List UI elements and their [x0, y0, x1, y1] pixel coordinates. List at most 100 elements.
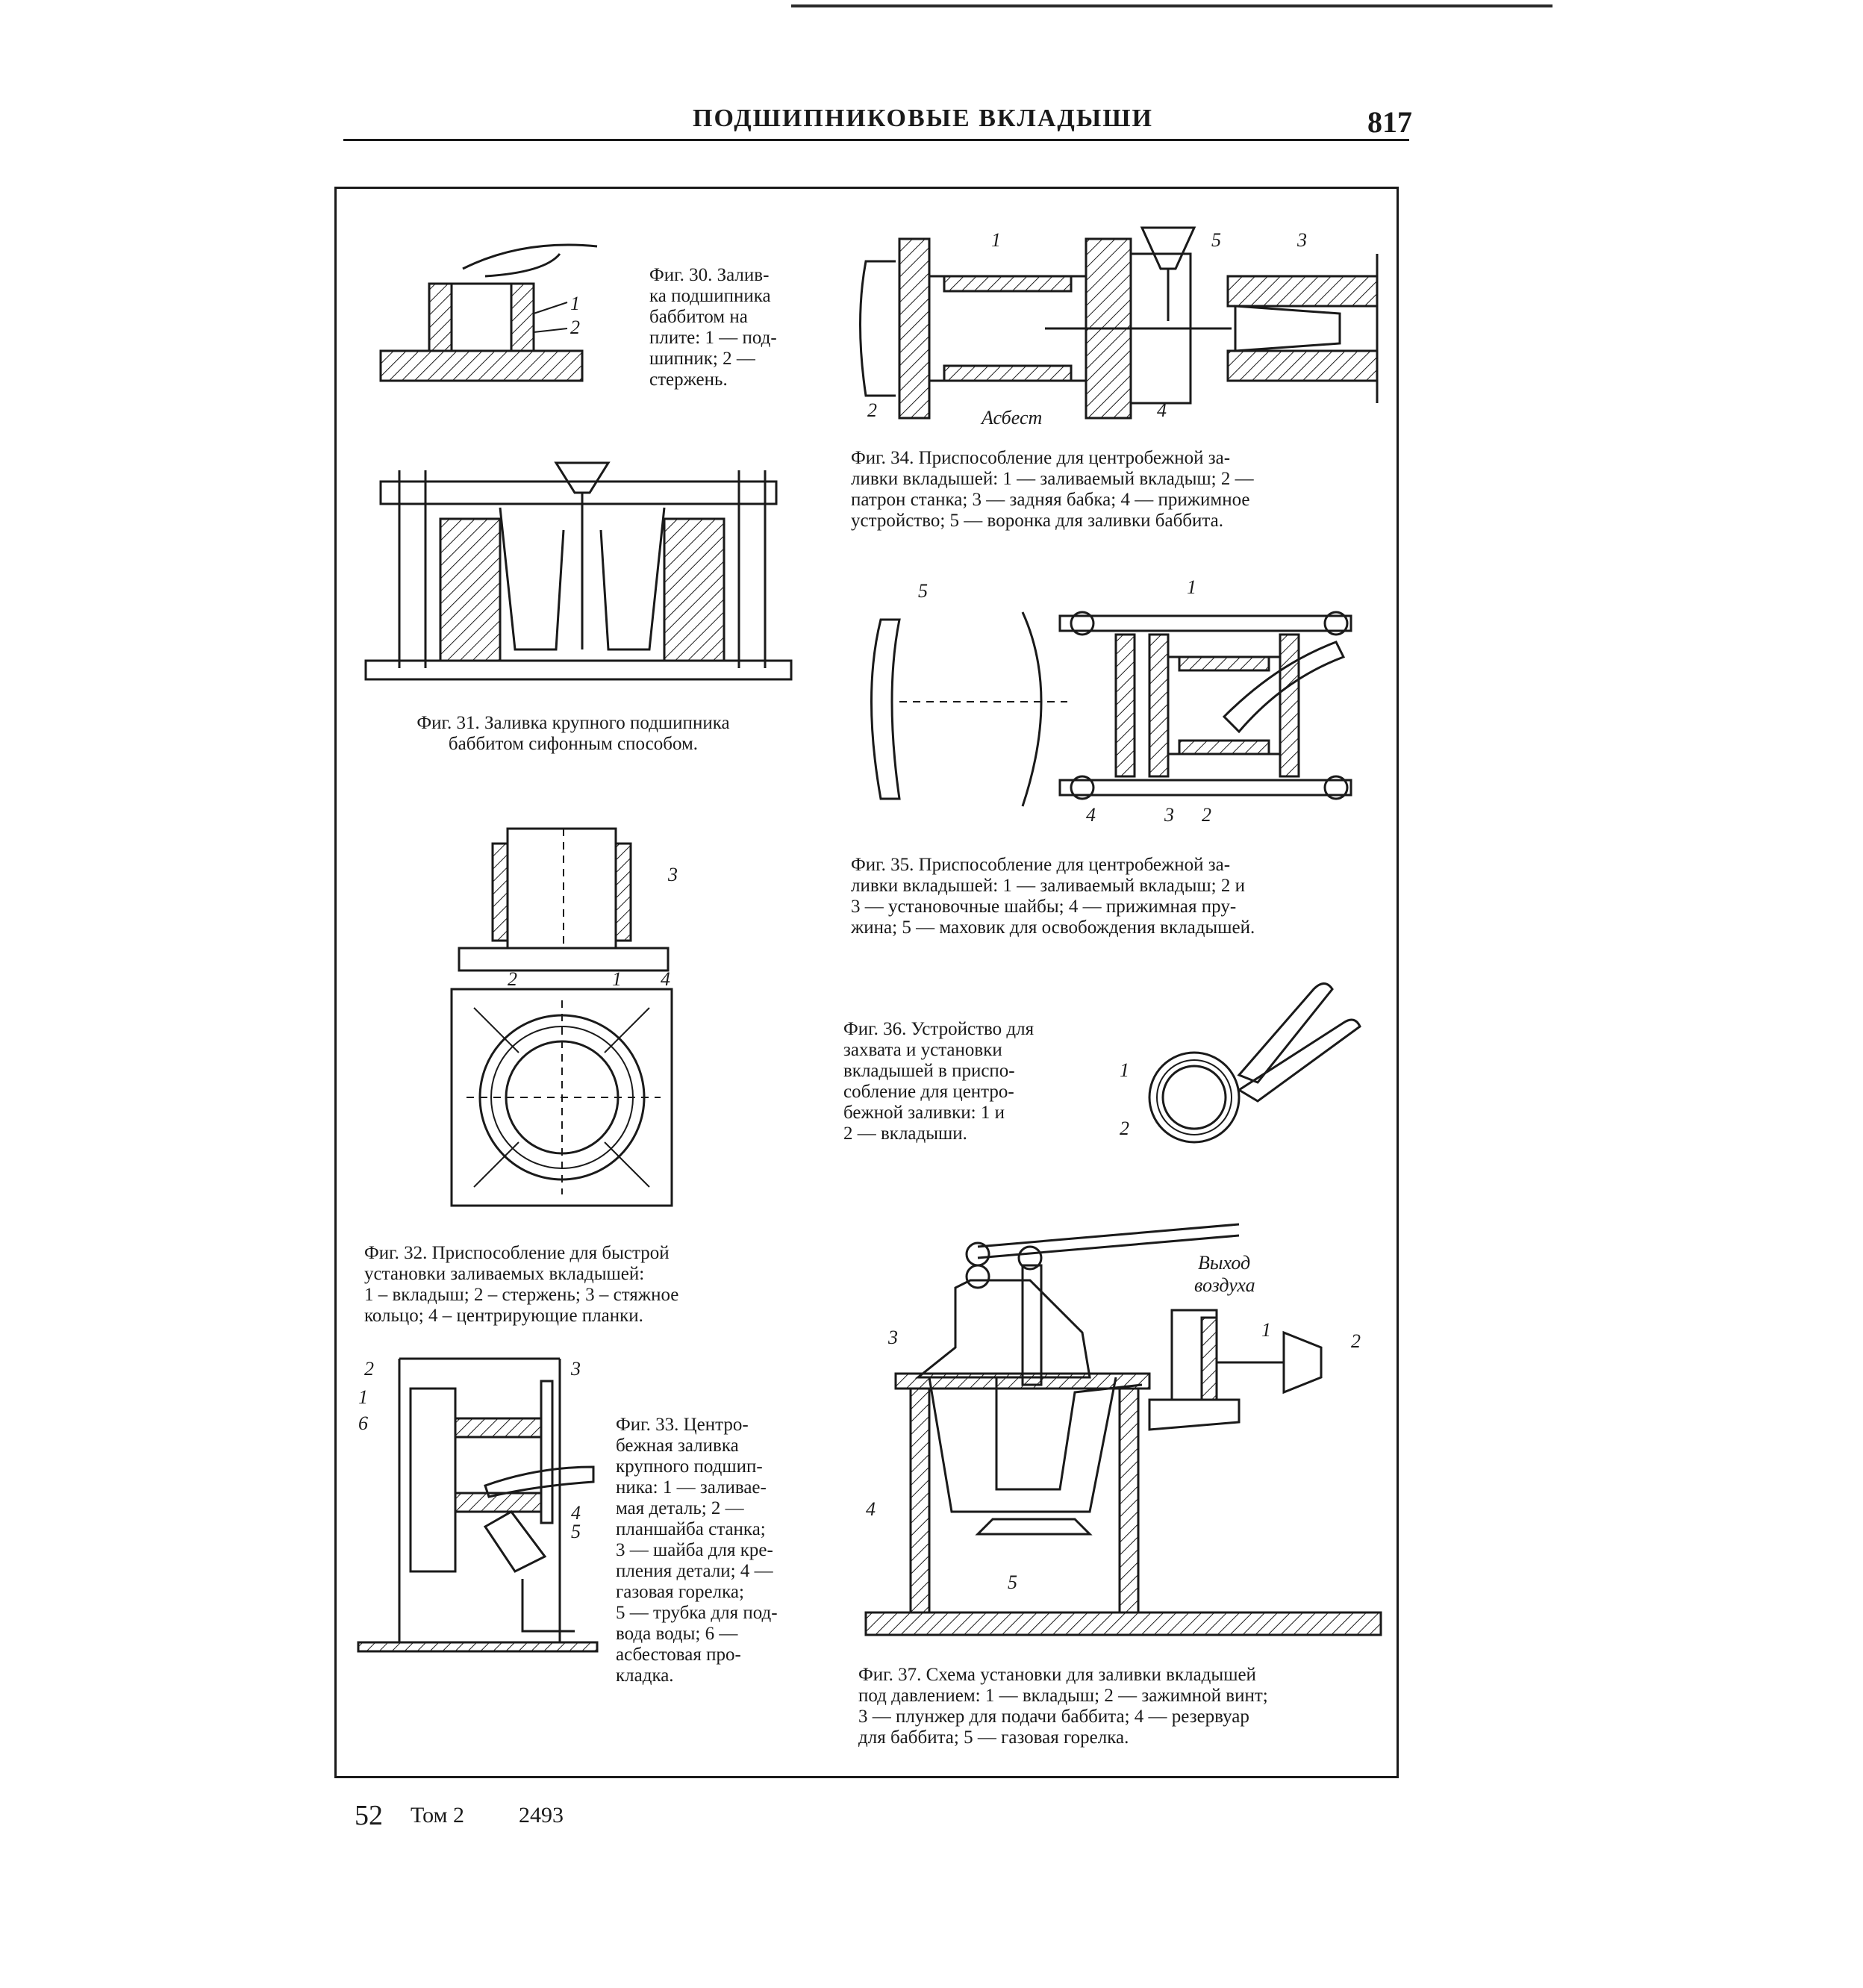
fig35-label-1: 1 [1187, 576, 1196, 598]
fig33-caption-line: асбестовая про- [616, 1645, 741, 1665]
fig34-asbestos-label: Асбест [980, 407, 1042, 429]
fig33-drawing [357, 1357, 599, 1653]
fig36-caption-line: собление для центро- [843, 1082, 1014, 1102]
fig33-label-2: 2 [364, 1358, 374, 1380]
fig35-labels: 5 1 4 3 2 [918, 576, 1211, 826]
fig33-label-4: 4 [571, 1502, 581, 1524]
fig34-caption-line: Фиг. 34. Приспособление для центробежной… [851, 448, 1231, 468]
fig36-caption-line: вкладышей в приспо- [843, 1061, 1015, 1081]
fig35-label-4: 4 [1086, 804, 1096, 826]
fig37-label-3: 3 [887, 1327, 898, 1348]
figure-frame [334, 187, 1399, 1778]
fig33-caption-line: 3 — шайба для кре- [616, 1540, 773, 1560]
fig30-caption-line: шипник; 2 — [649, 349, 755, 369]
fig37-label-2: 2 [1351, 1330, 1361, 1352]
fig36-labels: 1 2 [1120, 1059, 1129, 1139]
fig34-caption-line: ливки вкладышей: 1 — заливаемый вкладыш;… [851, 469, 1254, 489]
fig35-caption-line: ливки вкладышей: 1 — заливаемый вкладыш;… [851, 876, 1245, 896]
fig33-caption-line: газовая горелка; [616, 1582, 744, 1602]
fig37-drawing [864, 1223, 1382, 1636]
fig36-caption: Фиг. 36. Устройство для захвата и устано… [843, 1019, 1082, 1144]
fig35-caption-line: жина; 5 — маховик для освобождения вклад… [851, 917, 1255, 938]
fig36-caption-line: захвата и установки [843, 1040, 1002, 1060]
fig34-label-2: 2 [867, 399, 877, 421]
fig36-caption-line: 2 — вкладыши. [843, 1124, 967, 1144]
fig37-caption-line: под давлением: 1 — вкладыш; 2 — зажимной… [858, 1686, 1268, 1706]
fig33-caption-line: кладка. [616, 1666, 674, 1686]
fig37-caption: Фиг. 37. Схема установки для заливки вкл… [858, 1665, 1381, 1748]
fig32-caption: Фиг. 32. Приспособление для быстрой уста… [364, 1243, 782, 1327]
fig37-caption-line: для баббита; 5 — газовая горелка. [858, 1727, 1129, 1748]
fig33-caption-line: крупного подшип- [616, 1456, 763, 1477]
fig36-label-1: 1 [1120, 1059, 1129, 1081]
fig30-caption-line: Фиг. 30. Залив- [649, 265, 770, 285]
fig31-caption-line: Фиг. 31. Заливка крупного подшипника [416, 713, 730, 733]
fig36-caption-line: бежной заливки: 1 и [843, 1103, 1005, 1123]
fig31-drawing [364, 461, 793, 681]
fig33-label-5: 5 [571, 1521, 581, 1542]
fig37-labels: Выход воздуха 1 2 3 4 5 [866, 1252, 1361, 1593]
fig32-caption-line: Фиг. 32. Приспособление для быстрой [364, 1243, 670, 1263]
fig34-caption: Фиг. 34. Приспособление для центробежной… [851, 448, 1366, 532]
fig33-caption-line: ника: 1 — заливае- [616, 1477, 767, 1498]
fig35-label-2: 2 [1202, 804, 1211, 826]
fig33-labels: 2 1 6 3 4 5 [358, 1358, 581, 1542]
fig33-caption-line: мая деталь; 2 — [616, 1498, 744, 1518]
fig34-label-3: 3 [1296, 229, 1307, 251]
fig30-caption-line: ка подшипника [649, 286, 771, 306]
header-rule [343, 139, 1409, 141]
fig37-air-exit-line1: Выход [1198, 1252, 1250, 1274]
fig30-caption-line: стержень. [649, 370, 728, 390]
fig34-label-5: 5 [1211, 229, 1221, 251]
fig30-caption-line: баббитом на [649, 307, 748, 327]
fig35-drawing [870, 611, 1352, 807]
fig34-label-1: 1 [991, 229, 1001, 251]
fig36-label-2: 2 [1120, 1118, 1129, 1139]
fig37-label-4: 4 [866, 1498, 876, 1520]
fig34-caption-line: устройство; 5 — воронка для заливки бабб… [851, 511, 1223, 531]
fig30-labels: 1 2 [570, 293, 580, 338]
fig33-caption: Фиг. 33. Центро- бежная заливка крупного… [616, 1415, 810, 1686]
page-number: 817 [1367, 105, 1412, 139]
fig35-label-5: 5 [918, 580, 928, 602]
fig30-label-2: 2 [570, 317, 580, 338]
fig32-drawing [450, 827, 673, 1207]
fig36-caption-line: Фиг. 36. Устройство для [843, 1019, 1035, 1039]
fig33-label-1: 1 [358, 1386, 368, 1408]
fig32-label-2: 2 [508, 968, 517, 990]
fig33-caption-line: Фиг. 33. Центро- [616, 1415, 749, 1435]
fig37-label-5: 5 [1008, 1571, 1017, 1593]
footer-sheet: 52 [355, 1800, 383, 1831]
fig32-label-1: 1 [612, 968, 622, 990]
fig35-caption-line: Фиг. 35. Приспособление для центробежной… [851, 855, 1231, 875]
running-title: ПОДШИПНИКОВЫЕ ВКЛАДЫШИ [693, 105, 1153, 132]
fig33-label-6: 6 [358, 1412, 368, 1434]
fig32-caption-line: кольцо; 4 – центрирующие планки. [364, 1306, 643, 1326]
fig32-label-4: 4 [661, 968, 670, 990]
fig35-caption-line: 3 — установочные шайбы; 4 — прижимная пр… [851, 897, 1237, 917]
fig37-air-exit-line2: воздуха [1194, 1274, 1255, 1296]
fig34-caption-line: патрон станка; 3 — задняя бабка; 4 — при… [851, 490, 1250, 510]
fig34-drawing [859, 226, 1379, 420]
fig33-label-3: 3 [570, 1358, 581, 1380]
fig33-caption-line: вода воды; 6 — [616, 1624, 738, 1644]
fig32-caption-line: установки заливаемых вкладышей: [364, 1264, 645, 1284]
fig37-caption-line: 3 — плунжер для подачи баббита; 4 — резе… [858, 1707, 1249, 1727]
fig35-label-3: 3 [1164, 804, 1174, 826]
fig33-caption-line: 5 — трубка для под- [616, 1603, 778, 1623]
footer-volume: Том 2 [411, 1803, 464, 1827]
fig30-caption-line: плите: 1 — под- [649, 328, 777, 348]
fig33-caption-line: планшайба станка; [616, 1519, 766, 1539]
fig37-label-1: 1 [1261, 1319, 1271, 1341]
fig34-label-4: 4 [1157, 399, 1167, 421]
fig30-caption: Фиг. 30. Залив- ка подшипника баббитом н… [649, 265, 810, 390]
fig33-caption-line: бежная заливка [616, 1436, 739, 1456]
fig31-caption-line: баббитом сифонным способом. [448, 734, 699, 754]
fig37-caption-line: Фиг. 37. Схема установки для заливки вкл… [858, 1665, 1256, 1685]
fig31-caption: Фиг. 31. Заливка крупного подшипника баб… [364, 713, 782, 755]
fig30-label-1: 1 [570, 293, 580, 314]
fig32-label-3: 3 [667, 864, 678, 885]
fig32-caption-line: 1 – вкладыш; 2 – стержень; 3 – стяжное [364, 1285, 679, 1305]
fig35-caption: Фиг. 35. Приспособление для центробежной… [851, 855, 1366, 938]
fig32-labels: 3 2 1 4 [508, 864, 678, 990]
